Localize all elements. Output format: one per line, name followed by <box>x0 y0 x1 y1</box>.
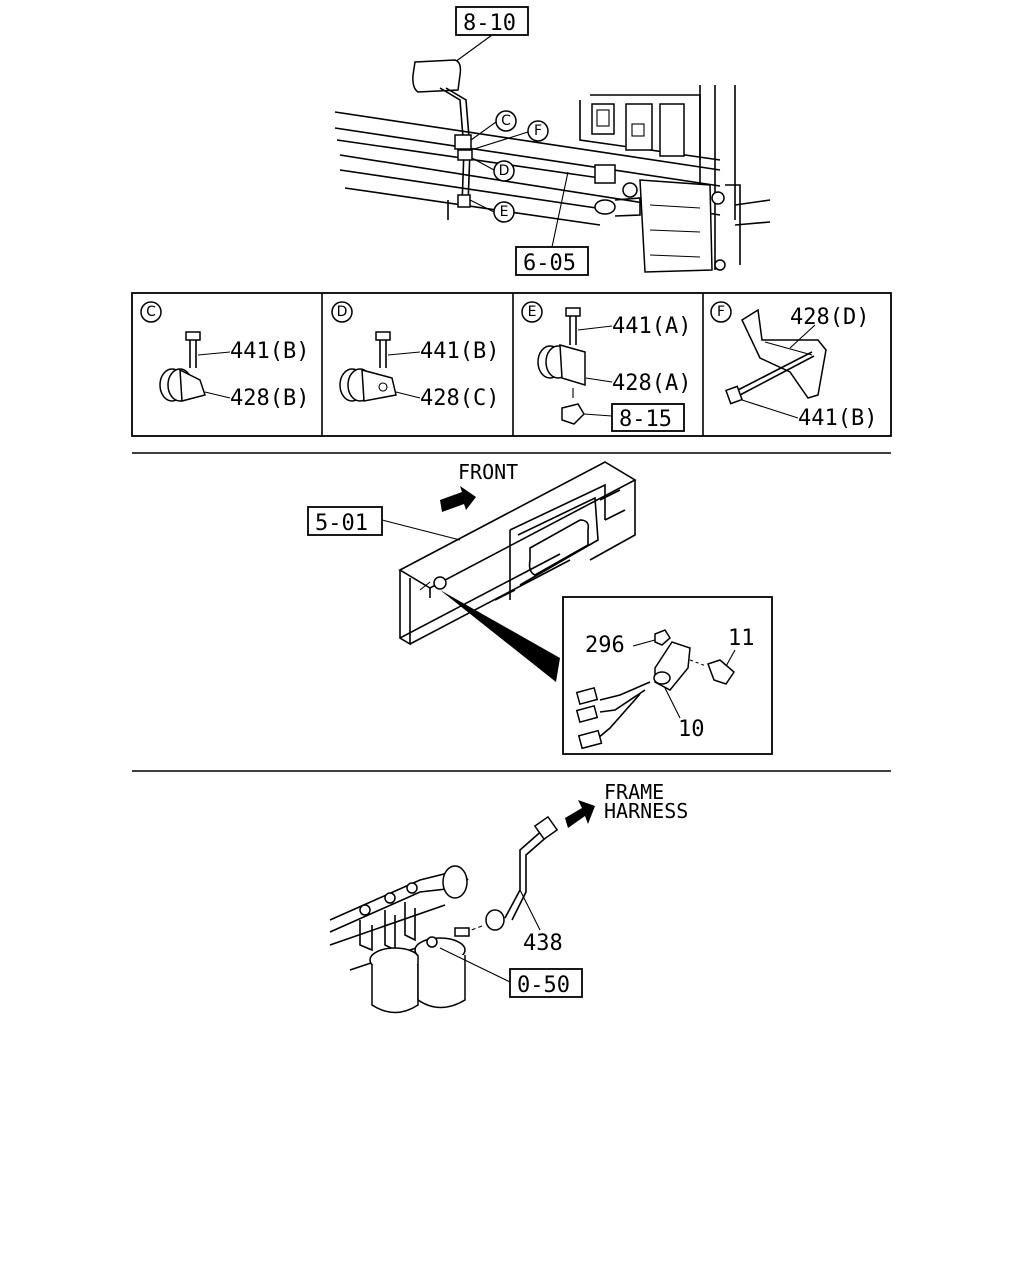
clamp-d <box>457 149 473 161</box>
callout-d-label: D <box>499 163 510 179</box>
connector-1 <box>575 686 599 706</box>
part-438-label: 438 <box>523 931 563 956</box>
ref-box-5-01[interactable] <box>307 506 383 536</box>
panel-e-letter: E <box>528 304 537 320</box>
panel-d-bolt-label: 441(B) <box>420 339 499 364</box>
front-arrow-icon <box>440 486 476 512</box>
part-11-label: 11 <box>728 626 755 651</box>
part-10-label: 10 <box>678 717 705 742</box>
ref-6-05-label: 6-05 <box>523 251 576 276</box>
connector-3 <box>577 729 603 750</box>
detail-panel-frame <box>131 292 892 437</box>
callout-e-label: E <box>500 204 509 220</box>
panel-f-bolt-label: 441(B) <box>798 406 877 431</box>
clip-e-tab <box>559 343 586 387</box>
panel-e-bolt-label: 441(A) <box>612 314 691 339</box>
grommet-e <box>561 403 585 425</box>
connector-2 <box>575 704 599 724</box>
panel-f-letter: F <box>717 304 725 320</box>
bolt-head-d <box>375 331 391 341</box>
ref-box-6-05[interactable] <box>515 246 589 276</box>
frame-harness-label-line2: HARNESS <box>604 799 688 823</box>
mirror-head <box>412 59 462 93</box>
panel-c-letter: C <box>146 304 156 320</box>
callout-d-circle[interactable] <box>493 160 515 182</box>
panel-d-clip-label: 428(C) <box>420 386 499 411</box>
detail-panel-c: C 441(B) 428(B) <box>140 301 309 411</box>
bolt-11 <box>707 659 735 685</box>
top-chassis-view: 8-10 C F D E <box>334 6 771 276</box>
cab-panel-3 <box>659 103 685 157</box>
harness-end <box>454 927 470 937</box>
panel-e-letter-circle <box>521 301 543 323</box>
detail-panel-e: E 441(A) 428(A) 8-15 <box>521 301 691 432</box>
panel-f-bracket-label: 428(D) <box>790 305 869 330</box>
callout-f-circle[interactable] <box>527 120 549 142</box>
filter-body-1 <box>371 965 419 1014</box>
rail-end <box>594 199 616 215</box>
ref-0-50-label: 0-50 <box>517 973 570 998</box>
panel-e-clip-label: 428(A) <box>612 371 691 396</box>
middle-frame-view: FRONT 5-01 296 11 <box>307 460 773 755</box>
panel-c-bolt-label: 441(B) <box>230 339 309 364</box>
clamp-c <box>454 134 472 150</box>
callout-c-circle[interactable] <box>495 110 517 132</box>
detail-panels: C 441(B) 428(B) D 441(B) 428 <box>131 292 892 437</box>
bracket-f <box>741 308 827 399</box>
ref-box-8-15[interactable] <box>611 403 685 432</box>
detail-panel-d: D 441(B) 428(C) <box>331 301 499 411</box>
bolt-head-f <box>725 385 743 405</box>
sensor-inset <box>562 596 773 755</box>
panel-c-clip-label: 428(B) <box>230 386 309 411</box>
ref-8-15-label: 8-15 <box>619 407 672 432</box>
sensor-mount <box>433 576 447 590</box>
panel-c-letter-circle <box>140 301 162 323</box>
callout-c-label: C <box>501 113 511 129</box>
part-296-label: 296 <box>585 633 625 658</box>
ref-8-10-label: 8-10 <box>463 11 516 36</box>
cab-step <box>639 179 713 273</box>
detail-panel-f: F 428(D) 441(B) <box>710 301 877 431</box>
bolt-head-c <box>185 331 201 341</box>
harness-grommet <box>485 909 505 931</box>
panel-f-letter-circle <box>710 301 732 323</box>
bolt-head-e <box>565 307 581 317</box>
clamp-e <box>457 194 471 208</box>
panel-d-letter: D <box>337 304 348 320</box>
bottom-harness-view: FRAME HARNESS 438 0-50 <box>329 780 688 1014</box>
clip-c-tab <box>179 368 206 402</box>
ref-5-01-label: 5-01 <box>315 511 368 536</box>
callout-e-circle[interactable] <box>493 201 515 223</box>
bracket-block <box>594 164 616 184</box>
front-label: FRONT <box>458 460 518 484</box>
frame-harness-label-line1: FRAME <box>604 780 664 804</box>
harness-connector <box>533 815 559 841</box>
ref-box-0-50[interactable] <box>509 968 583 998</box>
cab-panel-2 <box>625 103 653 151</box>
detail-leader-wedge <box>440 590 560 682</box>
panel-d-letter-circle <box>331 301 353 323</box>
filter-body-2 <box>417 955 466 1009</box>
cab-panel-1 <box>591 103 615 135</box>
nut-296 <box>654 629 671 646</box>
frame-harness-arrow-icon <box>565 800 595 828</box>
callout-f-label: F <box>534 123 542 139</box>
engine-port <box>442 865 468 899</box>
